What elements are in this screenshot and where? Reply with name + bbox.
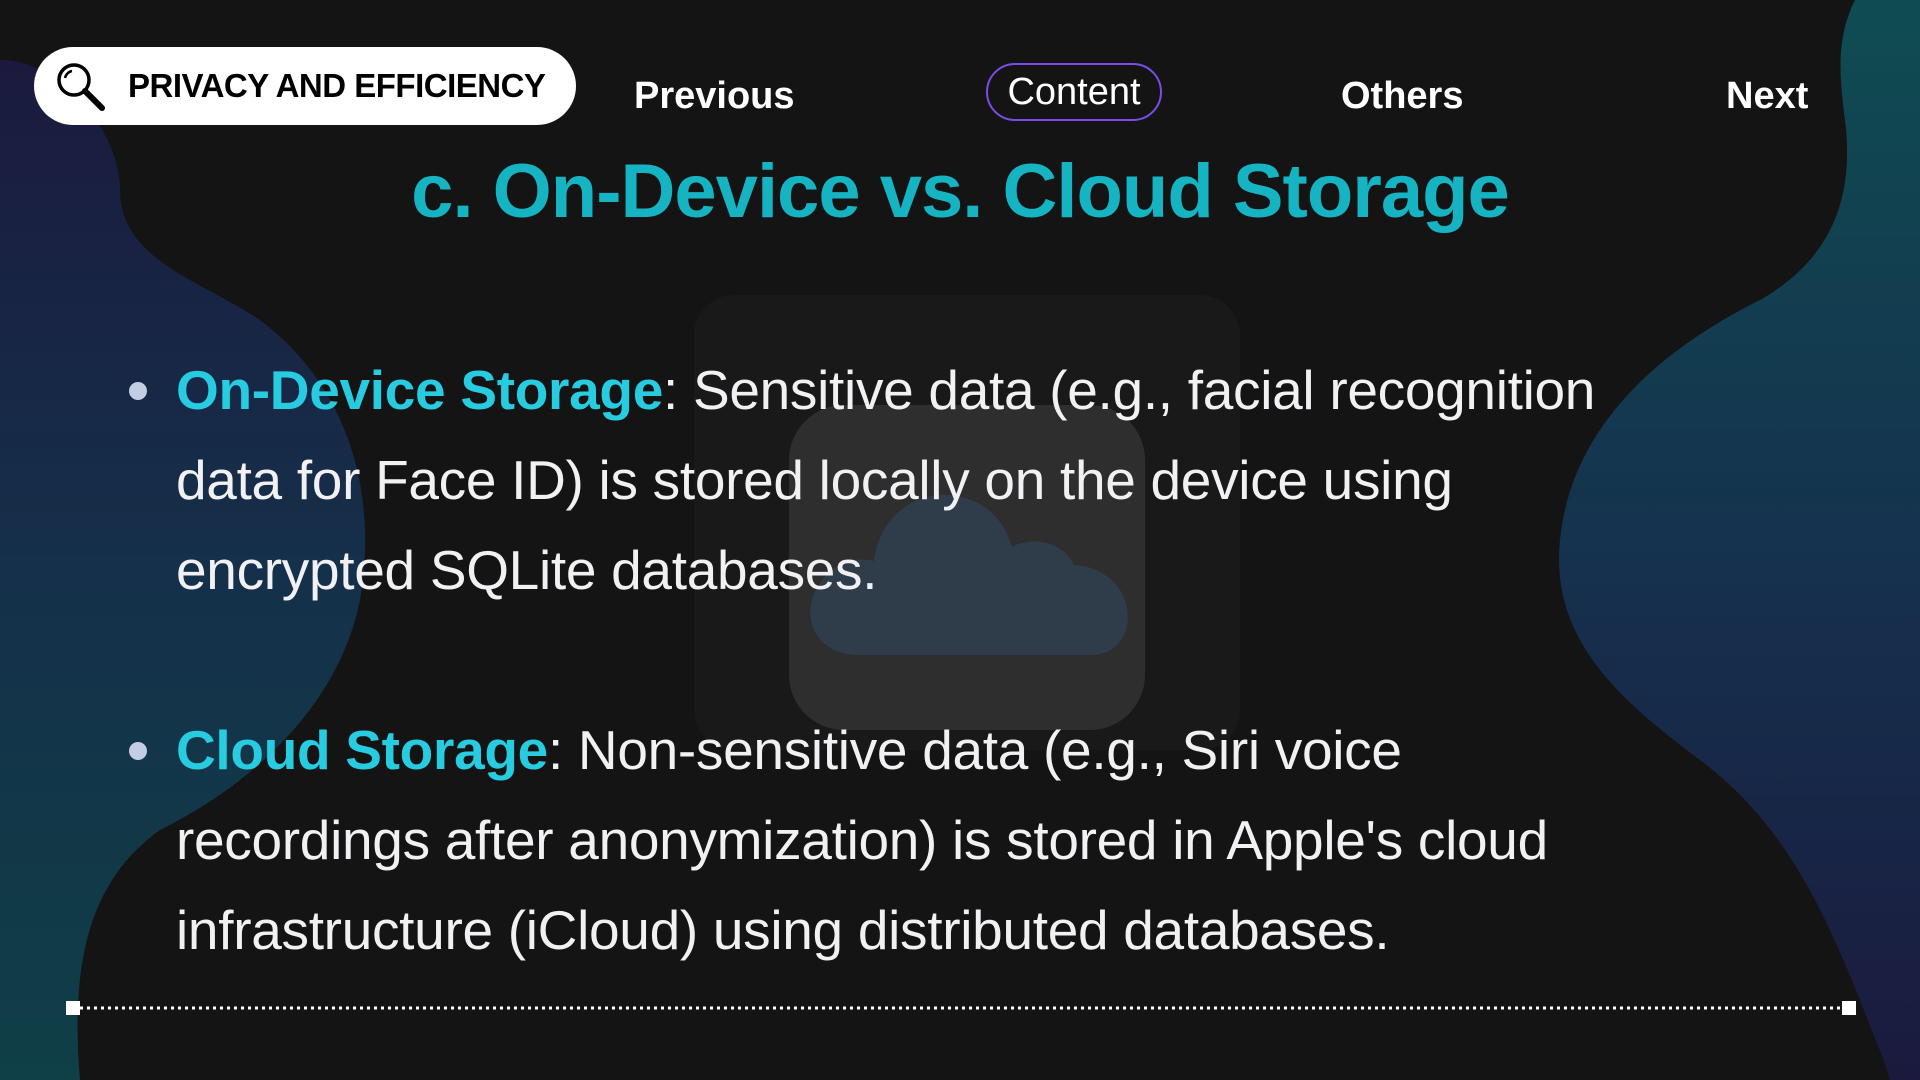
bullet-body-a: Sensitive data (e.g., facial recognition [677,359,1596,421]
top-navigation: PRIVACY AND EFFICIENCY Previous Content … [0,0,1920,140]
bullet-body-a: Non-sensitive data (e.g., Siri voice [562,719,1402,781]
nav-previous-link[interactable]: Previous [634,75,795,117]
bullet-body-b: data for Face ID) is stored locally on t… [176,449,1453,511]
bullet-body-c: encrypted SQLite databases. [176,539,878,601]
bullet-list: On-Device Storage: Sensitive data (e.g.,… [126,345,1866,975]
left-blob [0,60,366,1080]
slide-title: c. On-Device vs. Cloud Storage [411,149,1510,234]
bullet-body-c: infrastructure (iCloud) using distribute… [176,899,1390,961]
nav-others-link[interactable]: Others [1341,75,1464,117]
right-blob [1559,0,1920,1080]
bullet-term: Cloud Storage [176,719,548,781]
bullet-cloud: Cloud Storage: Non-sensitive data (e.g.,… [126,705,1866,975]
bullet-text: On-Device Storage: Sensitive data (e.g.,… [176,345,1866,615]
nav-content-link[interactable]: Content [986,63,1162,121]
magnifier-icon [57,63,105,111]
bullet-separator: : [547,719,563,781]
bullet-body-b: recordings after anonymization) is store… [176,809,1548,871]
bullet-dot [129,742,147,760]
bullet-dot [129,382,147,400]
nav-next-link[interactable]: Next [1726,75,1809,117]
bullet-text: Cloud Storage: Non-sensitive data (e.g.,… [176,705,1866,975]
bullet-on-device: On-Device Storage: Sensitive data (e.g.,… [126,345,1866,615]
bullet-term: On-Device Storage [176,359,663,421]
dotted-divider [66,1001,1856,1015]
section-label: PRIVACY AND EFFICIENCY [128,67,546,104]
cloud-icon [694,295,1240,750]
bullet-separator: : [663,359,678,421]
section-pill: PRIVACY AND EFFICIENCY [34,47,576,125]
